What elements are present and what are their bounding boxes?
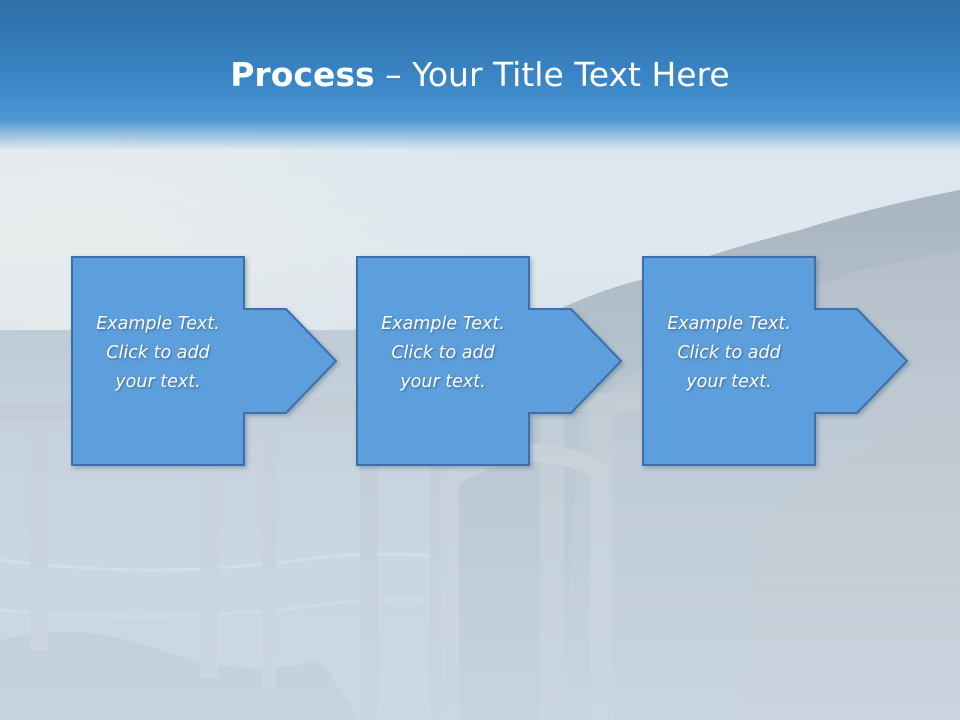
step-2-line-2: Click to add [391,343,495,363]
step-2-line-3: your text. [400,372,486,392]
process-step-1-text[interactable]: Example Text. Click to add your text. [72,310,244,397]
process-step-1-shape[interactable] [71,256,338,466]
title-band [0,0,960,150]
process-step-2-shape[interactable] [356,256,623,466]
step-3-line-1: Example Text. [667,314,791,334]
step-3-line-2: Click to add [677,343,781,363]
process-step-2-text[interactable]: Example Text. Click to add your text. [357,310,529,397]
slide-title-rest: – Your Title Text Here [374,55,730,94]
slide-title[interactable]: Process – Your Title Text Here [0,52,960,98]
process-step-3-text[interactable]: Example Text. Click to add your text. [643,310,815,397]
process-step-3-shape[interactable] [642,256,909,466]
step-1-line-3: your text. [115,372,201,392]
step-1-line-1: Example Text. [96,314,220,334]
step-2-line-1: Example Text. [381,314,505,334]
step-1-line-2: Click to add [106,343,210,363]
step-3-line-3: your text. [686,372,772,392]
slide-title-bold: Process [230,55,375,94]
